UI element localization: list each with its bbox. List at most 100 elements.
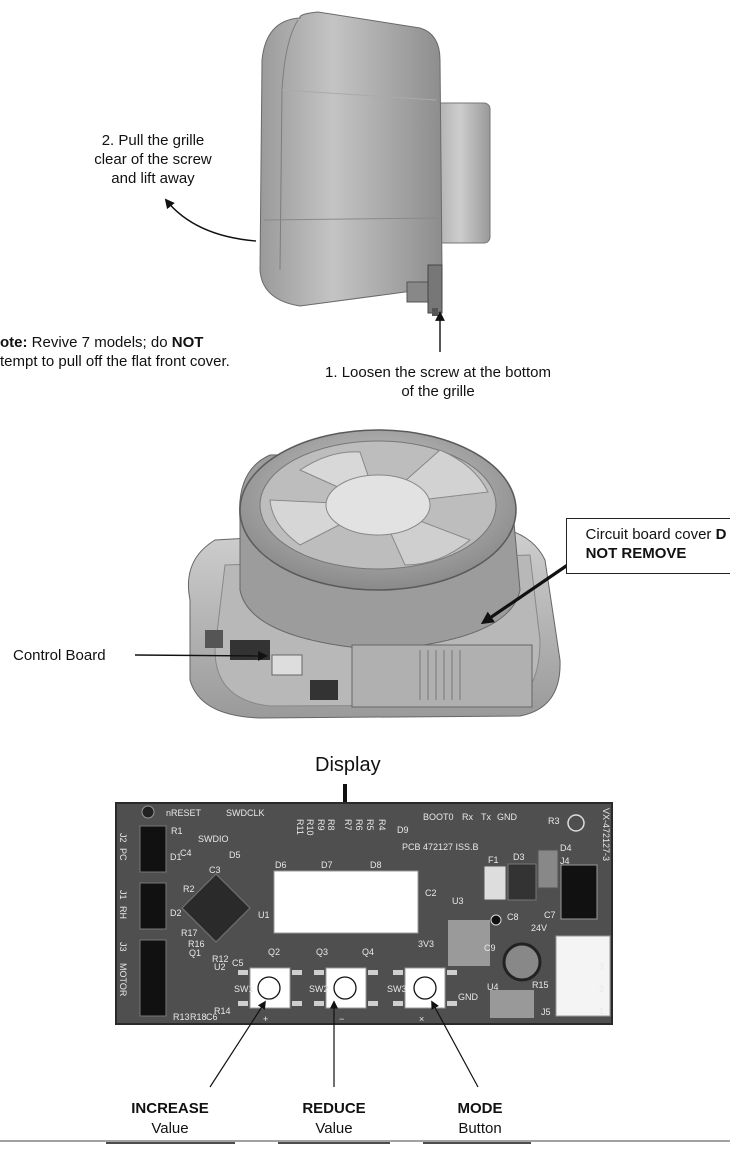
pcb-label: R15 <box>532 980 549 990</box>
pcb-label: R9 <box>316 819 326 831</box>
grille-step1-line: of the grille <box>401 383 475 400</box>
mode-sub: Button <box>458 1120 502 1137</box>
pcb-label: J2 <box>118 833 128 843</box>
pcb-label: D8 <box>370 860 382 870</box>
pcb-label: R11 <box>295 819 305 835</box>
fan-unit-illustration <box>187 429 561 719</box>
pcb-label: C2 <box>425 888 437 898</box>
pcb-button-mark: × <box>419 1014 424 1024</box>
pcb-label: Q1 <box>189 948 201 958</box>
pcb-label: Rx <box>462 812 473 822</box>
mode-label: MODE Button <box>420 1099 540 1139</box>
note-text: ote: Revive 7 models; do NOT tempt to pu… <box>0 333 230 371</box>
pcb-label: 24V <box>531 923 547 933</box>
pcb-label: Tx <box>481 812 491 822</box>
pcb-label: R17 <box>181 928 198 938</box>
grille-step1-text: 1. Loosen the screw at the bottom of the… <box>300 363 576 401</box>
pcb-label: 2 <box>599 984 604 994</box>
pcb-label: Q4 <box>362 947 374 957</box>
sw2-button <box>333 976 357 1000</box>
pcb-label: R14 <box>214 1006 231 1016</box>
pcb-label: R4 <box>377 819 387 831</box>
pcb-label: C5 <box>232 958 244 968</box>
pcb-label: GND <box>497 812 518 822</box>
pcb-label: C6 <box>206 1012 218 1022</box>
pcb-label: 3V3 <box>418 939 434 949</box>
pcb-label: C3 <box>209 865 221 875</box>
pcb-label: Q3 <box>316 947 328 957</box>
circuit-cover-line2: NOT REMOVE <box>585 545 687 562</box>
pcb-label: Q2 <box>268 947 280 957</box>
mode-pointer <box>431 1000 479 1088</box>
pcb-label: PCB 472127 ISS.B <box>402 842 479 852</box>
pcb-label: U1 <box>258 910 270 920</box>
pcb-label: J1 <box>118 890 128 900</box>
pcb-label: D5 <box>229 850 241 860</box>
pcb-label: nRESET <box>166 808 202 818</box>
increase-pointer <box>209 1000 266 1088</box>
note-not: NOT <box>171 334 204 351</box>
pcb-label: R5 <box>365 819 375 831</box>
note-line1: Revive 7 models; do <box>27 334 172 351</box>
increase-label: INCREASE Value <box>110 1099 230 1139</box>
pcb-label: F1 <box>488 855 499 865</box>
reduce-label: REDUCE Value <box>274 1099 394 1139</box>
pcb-label: R1 <box>171 826 183 836</box>
pcb-label: U3 <box>452 896 464 906</box>
pcb-label: SW3 <box>387 984 407 994</box>
pcb-label: BOOT0 <box>423 812 454 822</box>
pcb-label: U2 <box>214 962 226 972</box>
pcb-label: C8 <box>507 912 519 922</box>
pcb-label: R16 <box>188 939 205 949</box>
grille-step2-line: 2. Pull the grille <box>101 132 205 149</box>
pcb-label: J4 <box>560 856 570 866</box>
buzzer <box>502 942 542 982</box>
circuit-cover-d: D <box>715 526 727 543</box>
increase-title: INCREASE <box>131 1100 209 1117</box>
pcb-button-mark: − <box>339 1014 344 1024</box>
pcb-button-mark: + <box>263 1014 268 1024</box>
lift-away-arrow <box>164 198 257 242</box>
circuit-cover-line1: Circuit board cover <box>585 526 716 543</box>
pcb-label: J3 <box>118 942 128 952</box>
pcb-label: R6 <box>354 819 364 831</box>
pcb-label: R10 <box>305 819 315 836</box>
grille-step2-text: 2. Pull the grille clear of the screw an… <box>68 131 238 188</box>
pcb-label: D4 <box>560 843 572 853</box>
pcb-label: J5 <box>541 1007 551 1017</box>
pcb-label: R7 <box>343 819 353 831</box>
pcb-label: SW2 <box>309 984 329 994</box>
pcb-label: D3 <box>513 852 525 862</box>
grille-step1-line: 1. Loosen the screw at the bottom <box>325 364 551 381</box>
mode-title: MODE <box>457 1100 503 1117</box>
note-prefix: ote: <box>0 334 28 351</box>
sw3-button <box>413 976 437 1000</box>
note-line2: tempt to pull off the flat front cover. <box>0 353 230 370</box>
pcb-label: D6 <box>275 860 287 870</box>
pcb-label: D2 <box>170 908 182 918</box>
reduce-title: REDUCE <box>302 1100 366 1117</box>
pcb-label: SWDIO <box>198 834 229 844</box>
pcb-label: MOTOR <box>118 963 128 997</box>
pcb-label: D9 <box>397 825 409 835</box>
pcb-label: R18 <box>190 1012 207 1022</box>
grille-step2-line: clear of the screw <box>94 151 212 168</box>
pcb-label: SW1 <box>234 984 254 994</box>
grille-housing-illustration <box>259 11 491 316</box>
pcb-label: C9 <box>484 943 496 953</box>
pcb-label: D7 <box>321 860 333 870</box>
pcb-label: R8 <box>326 819 336 831</box>
reduce-sub: Value <box>315 1120 353 1137</box>
pcb-connectors <box>139 825 611 1017</box>
pcb-label: GND <box>458 992 479 1002</box>
pcb-label: R12 <box>212 954 229 964</box>
increase-sub: Value <box>151 1120 189 1137</box>
pcb-label: C7 <box>544 910 556 920</box>
pcb-label: RH <box>118 906 128 919</box>
pcb-label: 1 <box>599 1006 604 1016</box>
sw1-button <box>257 976 281 1000</box>
pcb-label: R13 <box>173 1012 190 1022</box>
